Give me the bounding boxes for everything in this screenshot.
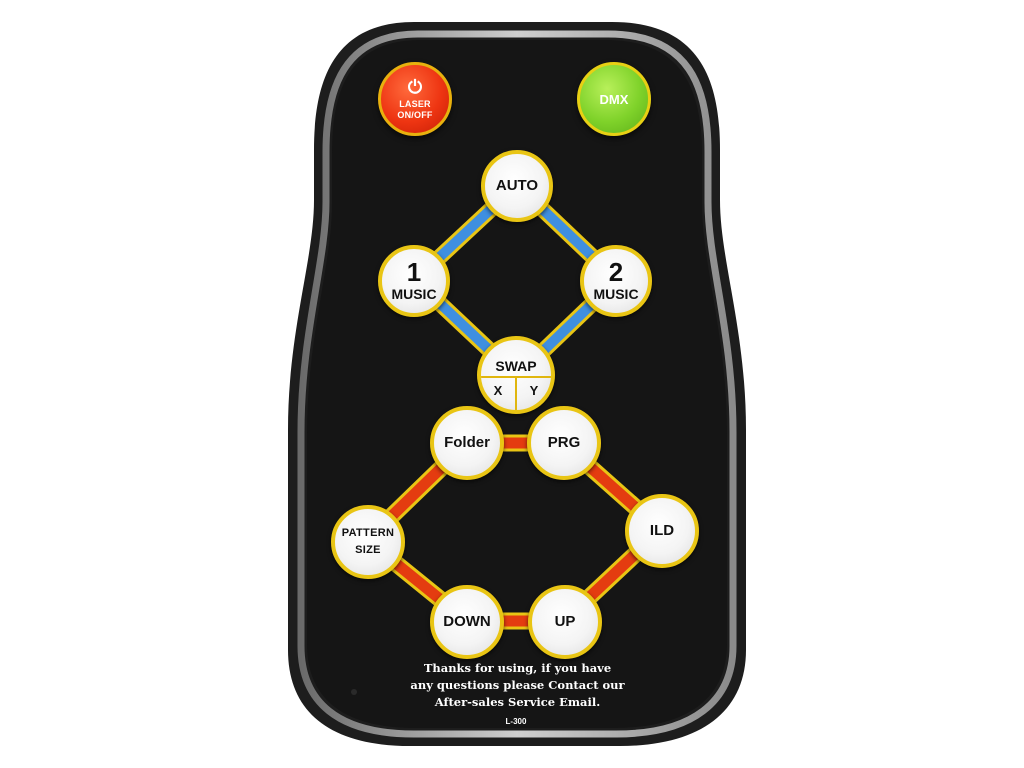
auto-button-label: AUTO [495, 177, 539, 195]
music-1-number: 1 [406, 257, 422, 288]
laser-button-label: LASER ON/OFF [397, 99, 433, 120]
ild-button-label: ILD [649, 522, 675, 540]
swap-y-button[interactable]: Y [529, 383, 539, 398]
power-icon: ⏻ [407, 77, 423, 98]
dmx-button[interactable]: DMX [577, 62, 651, 136]
pattern-size-button[interactable]: PATTERN SIZE [331, 505, 405, 579]
model-number: L-300 [505, 717, 527, 726]
footer-line: any questions please Contact our [410, 678, 625, 692]
swap-divider [481, 376, 551, 378]
music-2-number: 2 [608, 257, 624, 288]
swap-button[interactable]: SWAP X Y [477, 336, 555, 414]
music-1-label: MUSIC [391, 286, 437, 303]
footer-line: After-sales Service Email. [434, 695, 601, 709]
indicator-dot [351, 689, 357, 695]
swap-axis-divider [515, 378, 517, 410]
prg-button-label: PRG [547, 434, 581, 452]
laser-on-off-button[interactable]: ⏻ LASER ON/OFF [378, 62, 452, 136]
up-button-label: UP [554, 613, 576, 631]
remote-rim [297, 30, 737, 738]
swap-axis-row: X Y [481, 378, 551, 410]
music-2-label: MUSIC [593, 286, 639, 303]
auto-button[interactable]: AUTO [481, 150, 553, 222]
footer-message: Thanks for using, if you have any questi… [400, 660, 635, 711]
swap-x-button[interactable]: X [493, 383, 503, 398]
folder-button[interactable]: Folder [430, 406, 504, 480]
music-2-button[interactable]: 2 MUSIC [580, 245, 652, 317]
swap-label: SWAP [495, 358, 537, 374]
prg-button[interactable]: PRG [527, 406, 601, 480]
pattern-size-button-label: PATTERN SIZE [341, 526, 395, 556]
folder-button-label: Folder [444, 434, 490, 452]
ild-button[interactable]: ILD [625, 494, 699, 568]
dmx-button-label: DMX [599, 91, 629, 107]
down-button-label: DOWN [443, 613, 491, 631]
up-button[interactable]: UP [528, 585, 602, 659]
down-button[interactable]: DOWN [430, 585, 504, 659]
footer-line: Thanks for using, if you have [423, 661, 612, 675]
music-1-button[interactable]: 1 MUSIC [378, 245, 450, 317]
